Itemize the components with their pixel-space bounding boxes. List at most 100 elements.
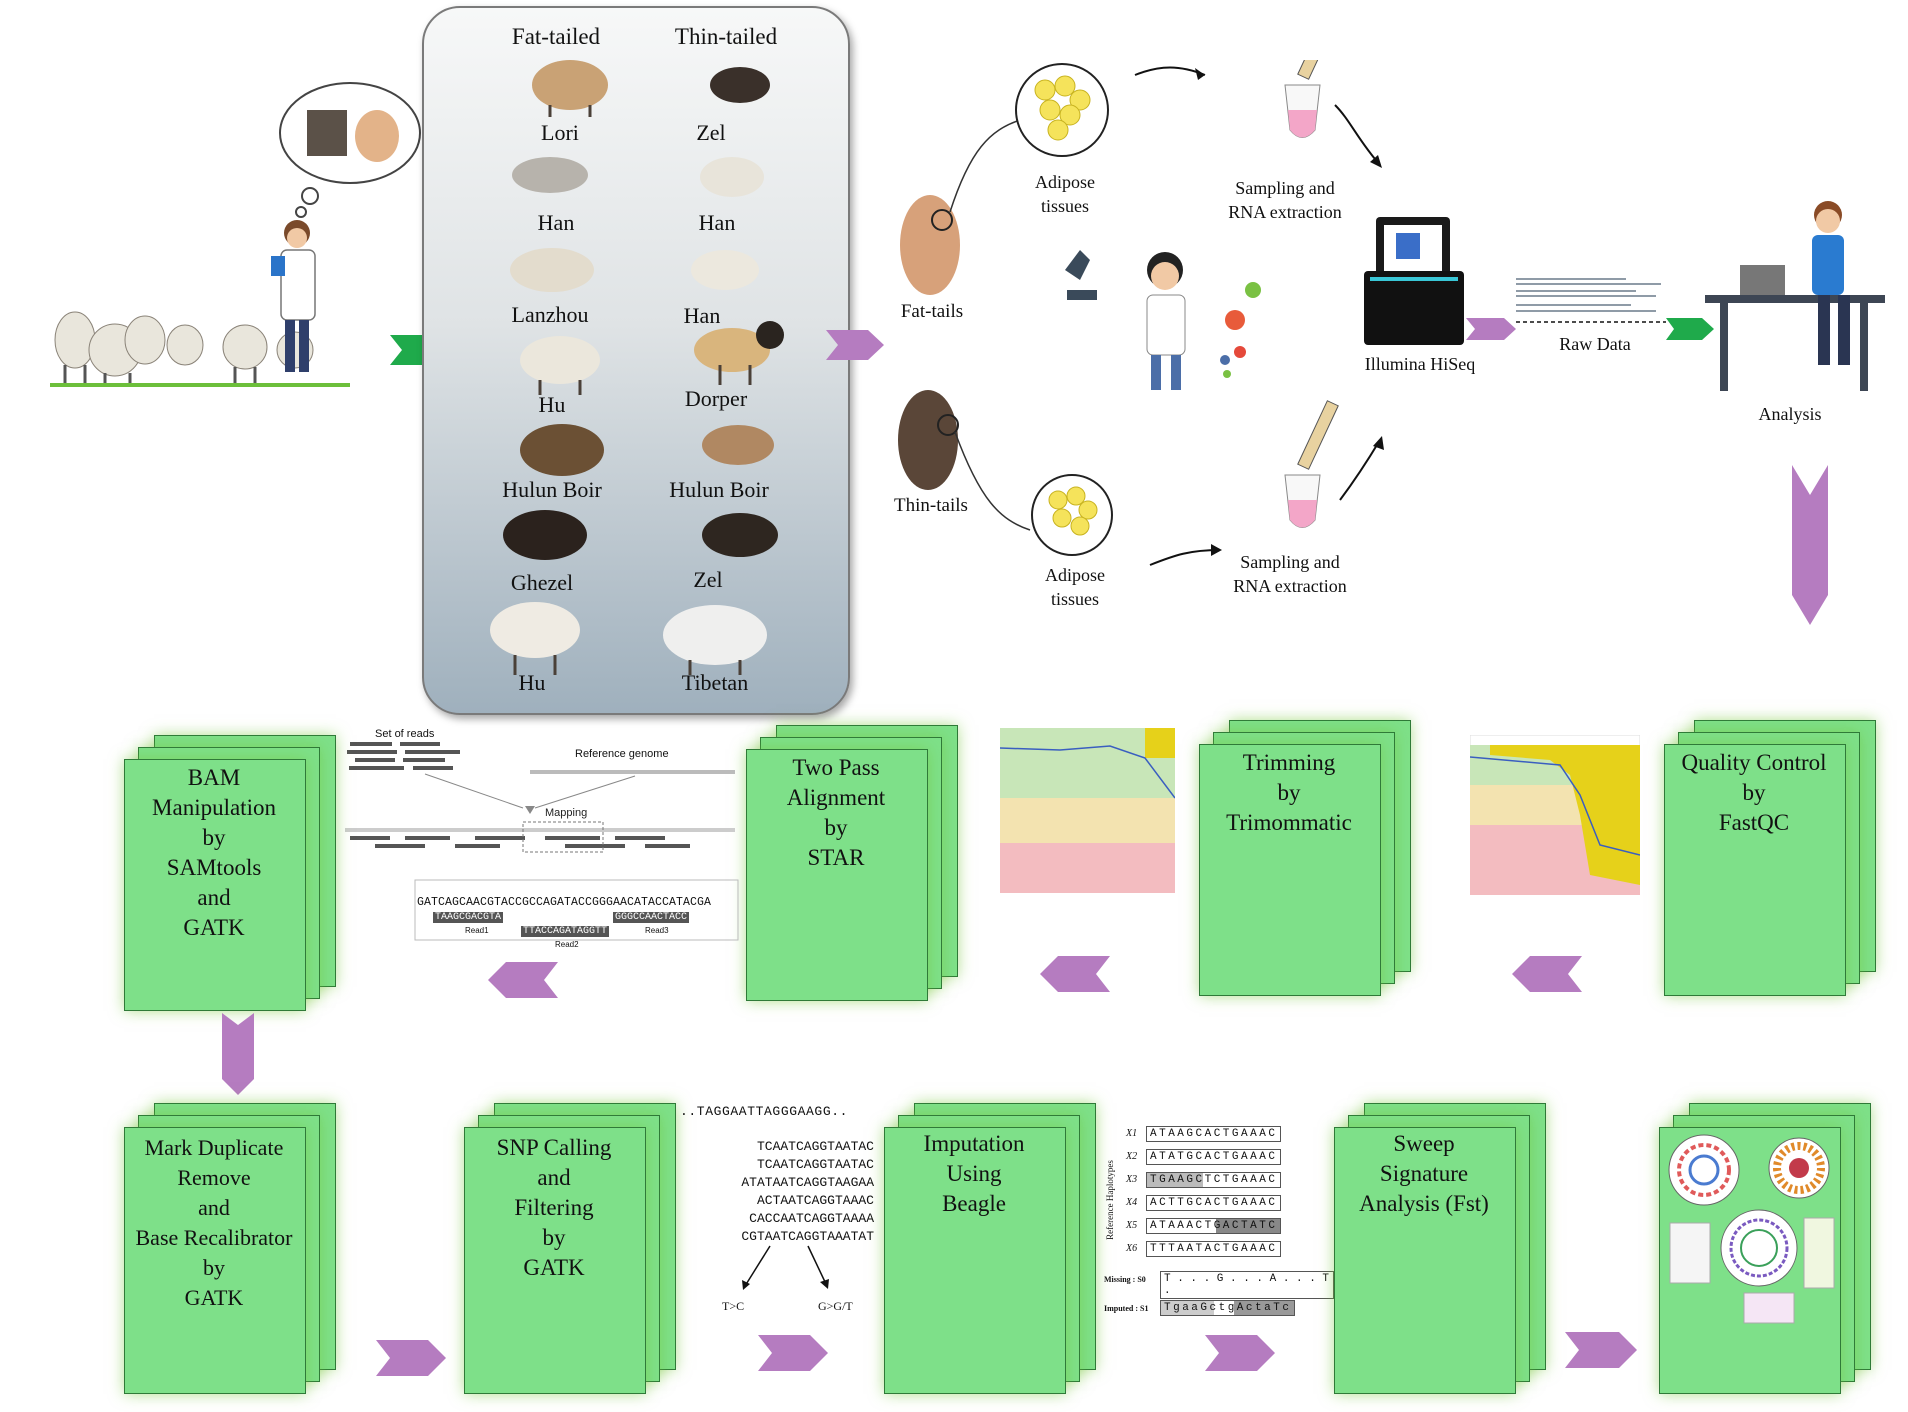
sequencer-label: Illumina HiSeq — [1364, 354, 1476, 374]
fat-breed-2: Lanzhou — [511, 302, 589, 327]
reference-haplotypes-label: Reference Haplotypes — [1104, 1160, 1115, 1240]
analyst-at-desk-illustration — [1705, 201, 1885, 391]
adipose-top-line1: Adipose — [1035, 172, 1095, 192]
thin-breed-0: Zel — [696, 120, 726, 145]
read3-label: Read3 — [645, 926, 669, 935]
reference-genome-label: Reference genome — [575, 748, 669, 760]
page-front — [124, 1127, 306, 1394]
set-of-reads-label: Set of reads — [375, 728, 435, 740]
impute-line-1: Using — [946, 1161, 1002, 1186]
tails-and-adipose-illustration — [898, 60, 1384, 566]
read2-label: Read2 — [555, 940, 579, 949]
breed-sheep-images — [490, 60, 784, 675]
snp-row-2: ATATAATCAGGTAAGAA — [741, 1175, 874, 1190]
snp-left-label: T>C — [722, 1299, 745, 1313]
bam-manipulation-step: BAM Manipulation by SAMtools and GATK — [124, 735, 340, 1020]
missing-sequence: T . . . G . . . A . . . T . — [1160, 1271, 1334, 1299]
snp-right-label: G>G/T — [818, 1299, 853, 1313]
hap-seq-5: TTTAATACTGAAAC — [1146, 1240, 1282, 1257]
markdup-line-4: by — [203, 1255, 225, 1280]
hap-seq-3: ACTTGCACTGAAAC — [1146, 1194, 1282, 1211]
green-arrow-right-2 — [1666, 318, 1714, 340]
impute-line-0: Imputation — [923, 1131, 1025, 1156]
reference-sequence: GATCAGCAACGTACCGCCAGATACCGGGAACATACCATAC… — [417, 896, 712, 909]
circos-plots-collage — [1668, 1134, 1835, 1324]
purple-arrow-right-6 — [1565, 1332, 1637, 1368]
page-front — [1199, 744, 1381, 996]
hap-seq-4: ATAAACTGACTATC — [1146, 1217, 1282, 1234]
trim-line-2: Trimommatic — [1226, 810, 1352, 835]
align-line-3: STAR — [807, 845, 865, 870]
snp-row-4: CACCAATCAGGTAAAA — [749, 1211, 874, 1226]
snp-line-3: by — [542, 1225, 566, 1250]
thin-breed-1: Han — [698, 210, 736, 235]
snp-row-0: TCAATCAGGTAATAC — [756, 1139, 874, 1154]
missing-label: Missing : S0 — [1104, 1275, 1146, 1284]
snp-row-5: CGTAATCAGGTAAATAT — [741, 1229, 874, 1244]
impute-line-2: Beagle — [942, 1191, 1006, 1216]
mark-duplicate-step: Mark Duplicate Remove and Base Recalibra… — [124, 1103, 340, 1398]
hap-seq-2: TGAAGCTCTGAAAC — [1146, 1171, 1282, 1188]
breed-panel — [422, 6, 850, 715]
qc-line-1: by — [1742, 780, 1766, 805]
snp-arrows — [742, 1245, 829, 1290]
snp-alignment-figure: ..TAGGAATTAGGGAAGG.. TCAATCAGGTAATAC TCA… — [680, 1104, 880, 1324]
purple-arrow-right-4 — [758, 1335, 828, 1371]
imputed-sequence: TgaaGctgActaTc — [1160, 1300, 1296, 1316]
imputed-label: Imputed : S1 — [1104, 1304, 1149, 1313]
purple-arrow-left-1 — [1512, 956, 1582, 992]
qc-line-0: Quality Control — [1681, 750, 1827, 775]
sweep-line-0: Sweep — [1393, 1131, 1455, 1156]
markdup-line-2: and — [198, 1195, 230, 1220]
trim-line-1: by — [1277, 780, 1301, 805]
page-front — [746, 749, 928, 1001]
sweep-signature-step: Sweep Signature Analysis (Fst) — [1334, 1103, 1550, 1398]
page-front — [1664, 744, 1846, 996]
raw-data-label: Raw Data — [1559, 334, 1631, 354]
fat-breed-1: Han — [537, 210, 575, 235]
sampling-bottom-line2: RNA extraction — [1233, 576, 1347, 596]
purple-arrow-right-2 — [1466, 318, 1516, 340]
read-mapping-figure: Set of reads Reference genome Mapping GA… — [345, 728, 740, 953]
raw-data-text-illustration — [1516, 278, 1666, 323]
page-front — [124, 759, 306, 1011]
sampling-top-line2: RNA extraction — [1228, 202, 1342, 222]
read1-sequence: TAAGCGACGTA — [433, 912, 504, 923]
mapping-graphic: Mapping — [345, 742, 739, 941]
bam-line-5: GATK — [183, 915, 245, 940]
markdup-line-5: GATK — [184, 1285, 244, 1310]
hap-seq-0: ATAAGCACTGAAAC — [1146, 1125, 1282, 1142]
svg-text:Mapping: Mapping — [545, 807, 587, 819]
purple-arrow-right-1 — [826, 330, 884, 360]
hap-seq-1: ATATGCACTGAAAC — [1146, 1148, 1282, 1165]
thin-tails-label: Thin-tails — [894, 495, 968, 516]
thin-breed-3: Dorper — [684, 386, 748, 411]
markdup-line-1: Remove — [177, 1165, 251, 1190]
sampling-bottom-line1: Sampling and — [1240, 552, 1340, 572]
fat-tails-label: Fat-tails — [900, 301, 964, 322]
read2-sequence: TTACCAGATAGGTT — [521, 926, 610, 937]
purple-arrow-right-3 — [376, 1340, 446, 1376]
purple-arrow-right-5 — [1205, 1335, 1275, 1371]
thin-breed-4: Hulun Boir — [669, 477, 769, 502]
read3-sequence: GGGCCAACTACC — [613, 912, 690, 923]
sampling-top-line1: Sampling and — [1235, 178, 1335, 198]
bam-line-1: Manipulation — [152, 795, 276, 820]
analysis-label: Analysis — [1758, 404, 1822, 424]
purple-arrow-left-2 — [1040, 956, 1110, 992]
thin-breed-6: Tibetan — [681, 670, 749, 695]
trimming-step: Trimming by Trimommatic — [1199, 720, 1415, 1000]
thin-tailed-header: Thin-tailed — [674, 24, 778, 49]
snp-line-1: and — [537, 1165, 571, 1190]
quality-control-step: Quality Control by FastQC — [1664, 720, 1880, 1000]
snp-row-3: ACTAATCAGGTAAAC — [756, 1193, 874, 1208]
snp-line-2: Filtering — [514, 1195, 594, 1220]
snp-line-0: SNP Calling — [496, 1135, 612, 1160]
snp-top-sequence: ..TAGGAATTAGGGAAGG.. — [680, 1104, 849, 1119]
trim-line-0: Trimming — [1242, 750, 1336, 775]
snp-calling-step: SNP Calling and Filtering by GATK — [464, 1103, 680, 1398]
markdup-line-3: Base Recalibrator — [135, 1225, 293, 1250]
snp-line-4: GATK — [523, 1255, 585, 1280]
fastqc-quality-plot-thumbnail — [1470, 735, 1640, 895]
page-front — [1334, 1127, 1516, 1394]
